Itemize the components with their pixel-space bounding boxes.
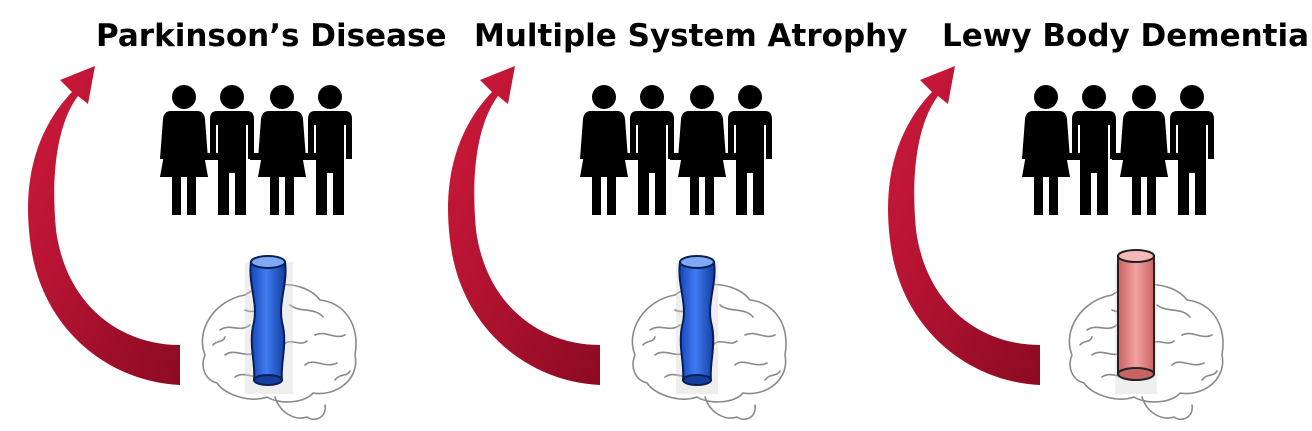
panel-title: Lewy Body Dementia bbox=[942, 18, 1310, 54]
people-group-icon bbox=[580, 85, 772, 215]
cylinder-fibril-icon bbox=[1117, 249, 1155, 381]
panel-parkinsons: Parkinson’s Disease bbox=[0, 0, 446, 431]
panel-lbd: Lewy Body Dementia bbox=[860, 0, 1309, 431]
tapered-fibril-icon bbox=[678, 255, 716, 386]
people-group-icon bbox=[1022, 85, 1214, 215]
panel-title: Parkinson’s Disease bbox=[96, 18, 447, 54]
curved-arrow-icon bbox=[448, 66, 600, 385]
curved-arrow-icon bbox=[28, 66, 181, 385]
curved-arrow-icon bbox=[888, 66, 1040, 385]
panel-msa: Multiple System Atrophy bbox=[420, 0, 907, 431]
people-group-icon bbox=[160, 85, 352, 215]
tapered-fibril-icon bbox=[249, 255, 287, 386]
panel-title: Multiple System Atrophy bbox=[474, 18, 908, 54]
